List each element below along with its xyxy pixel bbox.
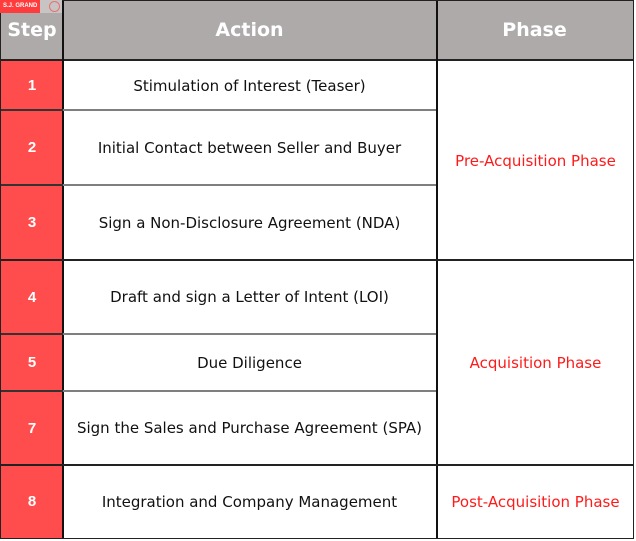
step-cell: 2 <box>1 110 63 185</box>
action-cell: Sign the Sales and Purchase Agreement (S… <box>63 391 436 465</box>
action-cell: Draft and sign a Letter of Intent (LOI) <box>63 260 436 334</box>
action-cell: Integration and Company Management <box>63 465 436 538</box>
brand-label: S.J. GRAND <box>0 0 41 13</box>
grid-divider <box>1 464 633 466</box>
phase-cell-pre-acquisition: Pre-Acquisition Phase <box>438 61 633 260</box>
grid-divider <box>63 390 436 392</box>
header-action: Action <box>63 1 436 61</box>
brand-logo-icon <box>49 1 60 12</box>
grid-divider <box>1 259 633 261</box>
action-cell: Initial Contact between Seller and Buyer <box>63 110 436 185</box>
grid-divider <box>1 184 63 186</box>
grid-divider <box>62 1 64 538</box>
grid-divider <box>63 109 436 111</box>
step-cell: 8 <box>1 465 63 538</box>
brand-tagline-area <box>40 0 62 13</box>
grid-divider <box>1 333 63 335</box>
action-cell: Sign a Non-Disclosure Agreement (NDA) <box>63 185 436 260</box>
step-cell: 4 <box>1 260 63 334</box>
grid-divider <box>1 109 63 111</box>
action-cell: Due Diligence <box>63 334 436 391</box>
grid-divider <box>63 184 436 186</box>
step-cell: 1 <box>1 61 63 110</box>
action-cell: Stimulation of Interest (Teaser) <box>63 61 436 110</box>
grid-divider <box>1 390 63 392</box>
grid-divider <box>436 1 438 538</box>
step-cell: 7 <box>1 391 63 465</box>
brand-watermark: S.J. GRAND <box>0 0 62 13</box>
step-cell: 3 <box>1 185 63 260</box>
phase-cell-post-acquisition: Post-Acquisition Phase <box>438 466 633 538</box>
step-cell: 5 <box>1 334 63 391</box>
header-phase: Phase <box>436 1 633 61</box>
phase-cell-acquisition: Acquisition Phase <box>438 261 633 465</box>
grid-divider <box>63 333 436 335</box>
